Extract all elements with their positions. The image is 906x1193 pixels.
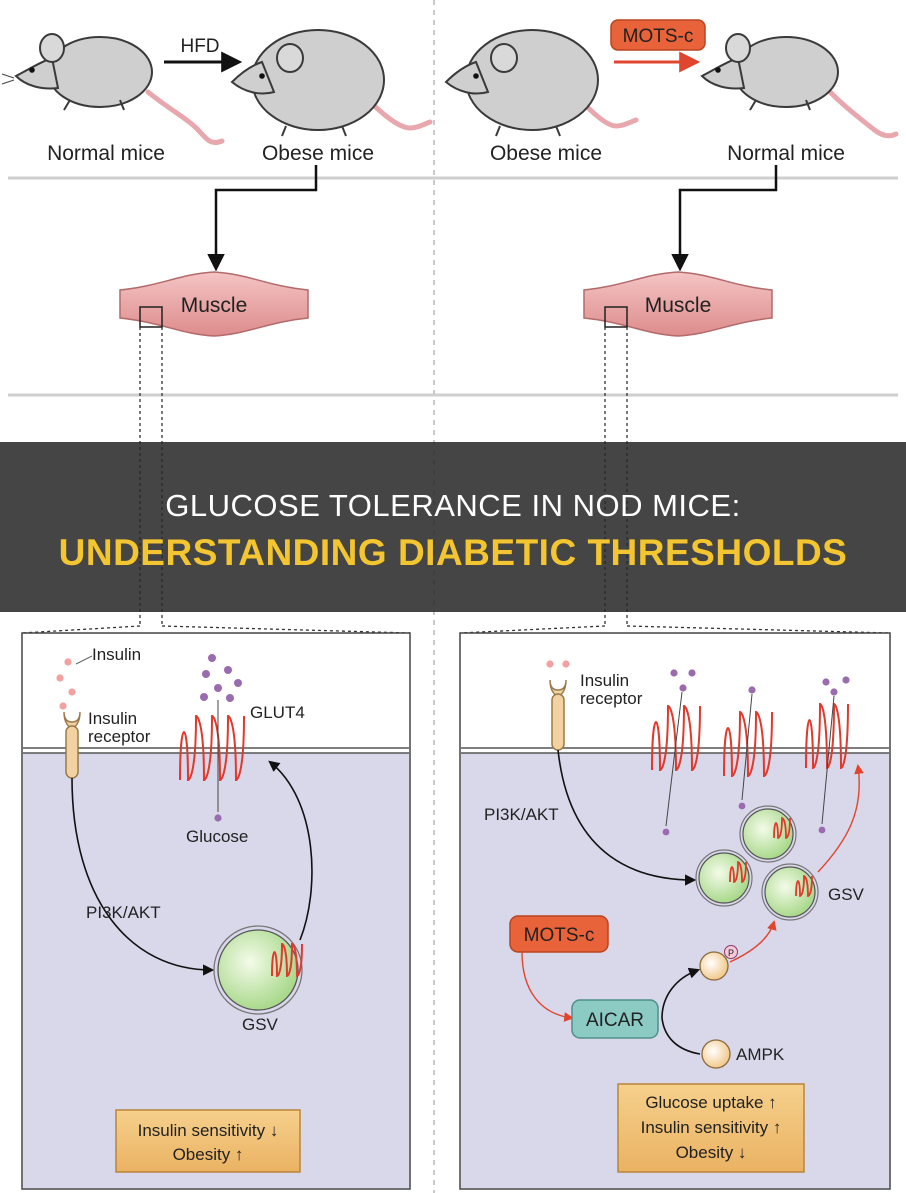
receptor-label-right-2: receptor xyxy=(580,689,643,708)
ampk-label: AMPK xyxy=(736,1045,785,1064)
glut4-right-3-icon xyxy=(805,702,849,770)
muscle-right-icon xyxy=(583,271,773,337)
glucose-inside-dot xyxy=(214,814,222,822)
glucose-dots-left xyxy=(200,654,242,702)
glucose-line-right-3 xyxy=(821,695,835,825)
mouse-obese-right-icon xyxy=(444,29,639,137)
obese-mice-left-label: Obese mice xyxy=(262,142,374,165)
gsv-right-3-icon xyxy=(761,863,819,921)
aicar-label: AICAR xyxy=(586,1010,644,1031)
mouse-obese-left-icon xyxy=(230,29,433,137)
hfd-label: HFD xyxy=(180,36,219,57)
muscle-right-zoom-box xyxy=(604,306,628,328)
pi3k-akt-arrow-left xyxy=(71,777,215,976)
outcome-left-line-1: Insulin sensitivity ↓ xyxy=(138,1121,279,1140)
muscle-left-zoom-box xyxy=(139,306,163,328)
insulin-label-left: Insulin xyxy=(92,645,141,664)
ampk-to-gsv-arrow xyxy=(729,920,777,963)
insulin-dots-left xyxy=(56,658,76,710)
motsc-cell-badge xyxy=(509,915,609,953)
phospho-label: P xyxy=(728,948,734,958)
right-to-muscle-arrow xyxy=(671,165,778,272)
left-to-muscle-arrow xyxy=(207,165,318,272)
aicar-badge xyxy=(571,999,659,1039)
glut4-right-1-icon xyxy=(651,704,701,772)
banner-title-line-2: UNDERSTANDING DIABETIC THRESHOLDS xyxy=(58,532,848,573)
normal-mice-right-label: Normal mice xyxy=(727,142,845,165)
outcome-right-line-2: Insulin sensitivity ↑ xyxy=(641,1118,782,1137)
gsv-left-icon xyxy=(213,925,303,1015)
glucose-dots-right xyxy=(670,669,850,696)
glut4-right-2-icon xyxy=(723,710,773,778)
receptor-label-left-2: receptor xyxy=(88,727,151,746)
ampk-activation-arrow xyxy=(661,967,701,1055)
outcome-right-line-1: Glucose uptake ↑ xyxy=(645,1093,776,1112)
title-banner xyxy=(0,442,906,612)
mouse-normal-right-icon xyxy=(700,33,899,139)
muscle-left-icon xyxy=(119,271,309,337)
outcome-box-left xyxy=(115,1109,301,1173)
glucose-line-right-2 xyxy=(741,693,753,801)
ampk-phospho-ball xyxy=(699,951,729,981)
banner-title-line-1: GLUCOSE TOLERANCE IN NOD MICE: xyxy=(165,488,741,523)
pathway-label-left: PI3K/AKT xyxy=(86,903,161,922)
insulin-dot-right-1 xyxy=(546,660,554,668)
receptor-label-left-1: Insulin xyxy=(88,709,137,728)
glucose-line-right-1 xyxy=(665,691,683,827)
insulin-receptor-right-icon xyxy=(549,679,567,751)
ampk-ball xyxy=(701,1039,731,1069)
outcome-left-line-2: Obesity ↑ xyxy=(173,1145,244,1164)
motsc-to-aicar-arrow xyxy=(521,951,574,1022)
glut4-label: GLUT4 xyxy=(250,703,305,722)
normal-mice-left-label: Normal mice xyxy=(47,142,165,165)
gsv-to-membrane-arrow-left xyxy=(268,760,313,941)
gsv-label-left: GSV xyxy=(242,1015,279,1034)
muscle-left-label: Muscle xyxy=(181,294,248,317)
phospho-badge xyxy=(724,945,738,959)
insulin-receptor-left-icon xyxy=(63,711,81,779)
muscle-right-label: Muscle xyxy=(645,294,712,317)
pathway-label-right: PI3K/AKT xyxy=(484,805,559,824)
gsv-right-2-icon xyxy=(695,849,753,907)
gsv-right-1-icon xyxy=(739,805,797,863)
pi3k-akt-arrow-right xyxy=(557,749,697,886)
motsc-top-label: MOTS-c xyxy=(623,26,694,47)
insulin-dot-right-2 xyxy=(562,660,570,668)
receptor-label-right-1: Insulin xyxy=(580,671,629,690)
glucose-label: Glucose xyxy=(186,827,248,846)
gsv-label-right: GSV xyxy=(828,885,865,904)
motsc-cell-label: MOTS-c xyxy=(524,925,595,946)
outcome-right-line-3: Obesity ↓ xyxy=(676,1143,747,1162)
mouse-normal-left-icon xyxy=(1,33,225,146)
obese-mice-right-label: Obese mice xyxy=(490,142,602,165)
gsv-to-membrane-arrow-right xyxy=(817,764,864,873)
glut4-left-icon xyxy=(179,714,245,782)
outcome-box-right xyxy=(617,1083,805,1173)
motsc-top-badge xyxy=(610,19,706,51)
